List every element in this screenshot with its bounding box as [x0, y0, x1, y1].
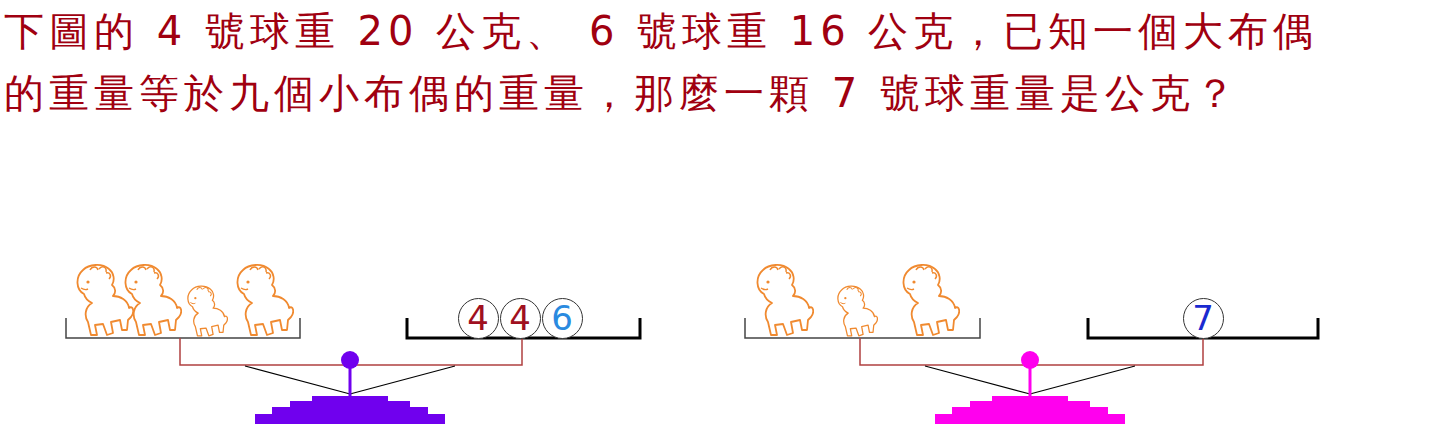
scale-pan [745, 318, 980, 338]
ball-number: 4 [467, 299, 489, 337]
big-horse [757, 265, 813, 335]
numbered-ball: 6 [542, 298, 583, 339]
numbered-ball: 4 [500, 298, 541, 339]
scale-pan [66, 318, 300, 338]
big-horse [903, 265, 959, 335]
small-horse [838, 286, 878, 336]
big-horse [77, 265, 133, 335]
right-balance [745, 318, 1318, 424]
small-horse [188, 286, 228, 336]
numbered-ball: 4 [458, 298, 499, 339]
question-text: 下圖的 4 號球重 20 公克、 6 號球重 16 公克，已知一個大布偶 的重量… [4, 0, 1444, 124]
pivot-knob [1021, 351, 1039, 369]
big-horse [237, 265, 293, 335]
scale-base [935, 396, 1125, 424]
big-horse [125, 265, 181, 335]
numbered-ball: 7 [1183, 298, 1224, 339]
ball-number: 6 [551, 299, 573, 337]
ball-number: 7 [1192, 299, 1214, 337]
pivot-knob [341, 351, 359, 369]
scale-base [255, 396, 445, 424]
ball-number: 4 [509, 299, 531, 337]
